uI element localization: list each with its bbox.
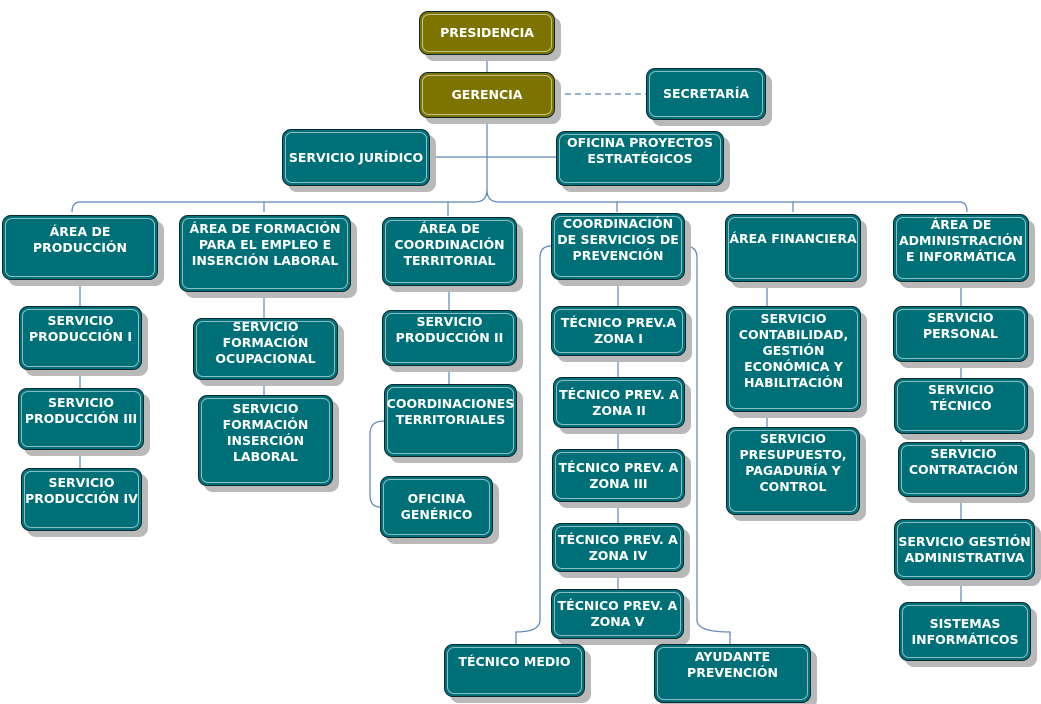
servicio-produccion-2-label: SERVICIO PRODUCCIÓN II [395,314,504,345]
servicio-presupuesto-box: SERVICIO PRESUPUESTO, PAGADURÍA Y CONTRO… [726,427,860,515]
tecnico-zona-1-box: TÉCNICO PREV.A ZONA I [551,306,686,356]
gerencia-box: GERENCIA [419,72,555,118]
coordinacion-prevencion-box: COORDINACIÓN DE SERVICIOS DE PREVENCIÓN [551,213,685,280]
tecnico-medio-link [515,245,552,644]
servicio-produccion-4-box: SERVICIO PRODUCCIÓN IV [21,468,142,531]
servicio-formacion-insercion-box: SERVICIO FORMACIÓN INSERCIÓN LABORAL [198,395,333,486]
generico-link [369,420,385,508]
servicio-juridico-box: SERVICIO JURÍDICO [282,129,430,186]
area-administracion-box: ÁREA DE ADMINISTRACIÓN E INFORMÁTICA [893,214,1029,282]
servicio-juridico-label: SERVICIO JURÍDICO [288,149,424,165]
servicio-produccion-4-label: SERVICIO PRODUCCIÓN IV [25,475,138,506]
area-formacion-box: ÁREA DE FORMACIÓN PARA EL EMPLEO E INSER… [179,215,351,292]
oficina-proyectos-box: OFICINA PROYECTOS ESTRATÉGICOS [556,131,724,186]
tecnico-zona-4-label: TÉCNICO PREV. A ZONA IV [558,531,678,563]
servicio-contabilidad-box: SERVICIO CONTABILIDAD, GESTIÓN ECONÓMICA… [726,306,861,412]
servicio-produccion-2-box: SERVICIO PRODUCCIÓN II [382,310,517,366]
coordinaciones-territoriales-label: COORDINACIONES TERRITORIALES [386,396,515,427]
tecnico-zona-2-box: TÉCNICO PREV. A ZONA II [553,377,685,428]
tecnico-zona-4-box: TÉCNICO PREV. A ZONA IV [552,523,684,572]
area-bus [71,189,968,213]
oficina-generico-box: OFICINA GENÉRICO [380,476,493,538]
tecnico-zona-5-box: TÉCNICO PREV. A ZONA V [551,589,684,639]
secretaria-box: SECRETARÍA [646,68,766,120]
tecnico-zona-1-label: TÉCNICO PREV.A ZONA I [560,315,677,346]
tecnico-zona-3-box: TÉCNICO PREV. A ZONA III [552,449,685,502]
coordinaciones-territoriales-box: COORDINACIONES TERRITORIALES [384,384,517,457]
sistemas-informaticos-label: SISTEMAS INFORMÁTICOS [911,615,1019,647]
servicio-produccion-1-label: SERVICIO PRODUCCIÓN I [28,313,133,344]
area-formacion-label: ÁREA DE FORMACIÓN PARA EL EMPLEO E INSER… [189,221,341,268]
tecnico-zona-5-label: TÉCNICO PREV. A ZONA V [557,598,678,629]
area-financiera-label: ÁREA FINANCIERA [729,231,857,246]
area-drops [263,202,794,216]
servicio-tecnico-label: SERVICIO TÉCNICO [928,382,994,413]
area-produccion-box: ÁREA DE PRODUCCIÓN [2,215,158,280]
servicio-produccion-3-box: SERVICIO PRODUCCIÓN III [18,388,144,450]
tecnico-zona-3-label: TÉCNICO PREV. A ZONA III [558,459,679,491]
servicio-gestion-administrativa-label: SERVICIO GESTIÓN ADMINISTRATIVA [898,533,1031,565]
tecnico-medio-box: TÉCNICO MEDIO [444,644,585,697]
sistemas-informaticos-box: SISTEMAS INFORMÁTICOS [899,602,1031,661]
servicio-contratacion-box: SERVICIO CONTRATACIÓN [898,442,1029,497]
servicio-presupuesto-label: SERVICIO PRESUPUESTO, PAGADURÍA Y CONTRO… [739,431,847,494]
area-coordinacion-label: ÁREA DE COORDINACIÓN TERRITORIAL [394,221,505,268]
servicio-contratacion-label: SERVICIO CONTRATACIÓN [908,446,1019,477]
coordinacion-prevencion-label: COORDINACIÓN DE SERVICIOS DE PREVENCIÓN [557,216,679,263]
servicio-personal-label: SERVICIO PERSONAL [922,310,999,341]
servicio-contabilidad-label: SERVICIO CONTABILIDAD, GESTIÓN ECONÓMICA… [738,311,849,390]
secretaria-label: SECRETARÍA [662,86,750,101]
servicio-formacion-ocupacional-label: SERVICIO FORMACIÓN OCUPACIONAL [215,319,316,366]
ayudante-prevencion-box: AYUDANTE PREVENCIÓN [654,644,811,703]
servicio-personal-box: SERVICIO PERSONAL [893,306,1028,362]
servicio-produccion-3-label: SERVICIO PRODUCCIÓN III [24,395,138,426]
oficina-proyectos-label: OFICINA PROYECTOS ESTRATÉGICOS [566,135,713,166]
servicio-gestion-administrativa-box: SERVICIO GESTIÓN ADMINISTRATIVA [894,519,1035,580]
oficina-generico-label: OFICINA GENÉRICO [400,491,473,522]
servicio-tecnico-box: SERVICIO TÉCNICO [894,378,1028,434]
presidencia-label: PRESIDENCIA [440,25,534,40]
tecnico-zona-2-label: TÉCNICO PREV. A ZONA II [559,386,679,418]
area-administracion-label: ÁREA DE ADMINISTRACIÓN E INFORMÁTICA [899,217,1023,264]
area-financiera-box: ÁREA FINANCIERA [725,214,861,282]
presidencia-box: PRESIDENCIA [419,11,555,55]
area-coordinacion-box: ÁREA DE COORDINACIÓN TERRITORIAL [382,217,517,286]
ayudante-link [684,245,731,644]
servicio-produccion-1-box: SERVICIO PRODUCCIÓN I [19,306,142,370]
tecnico-medio-label: TÉCNICO MEDIO [458,654,571,669]
gerencia-label: GERENCIA [451,87,523,102]
ayudante-prevencion-label: AYUDANTE PREVENCIÓN [687,649,778,680]
servicio-formacion-ocupacional-box: SERVICIO FORMACIÓN OCUPACIONAL [193,318,338,380]
area-produccion-label: ÁREA DE PRODUCCIÓN [32,224,128,255]
servicio-formacion-insercion-label: SERVICIO FORMACIÓN INSERCIÓN LABORAL [222,401,309,464]
